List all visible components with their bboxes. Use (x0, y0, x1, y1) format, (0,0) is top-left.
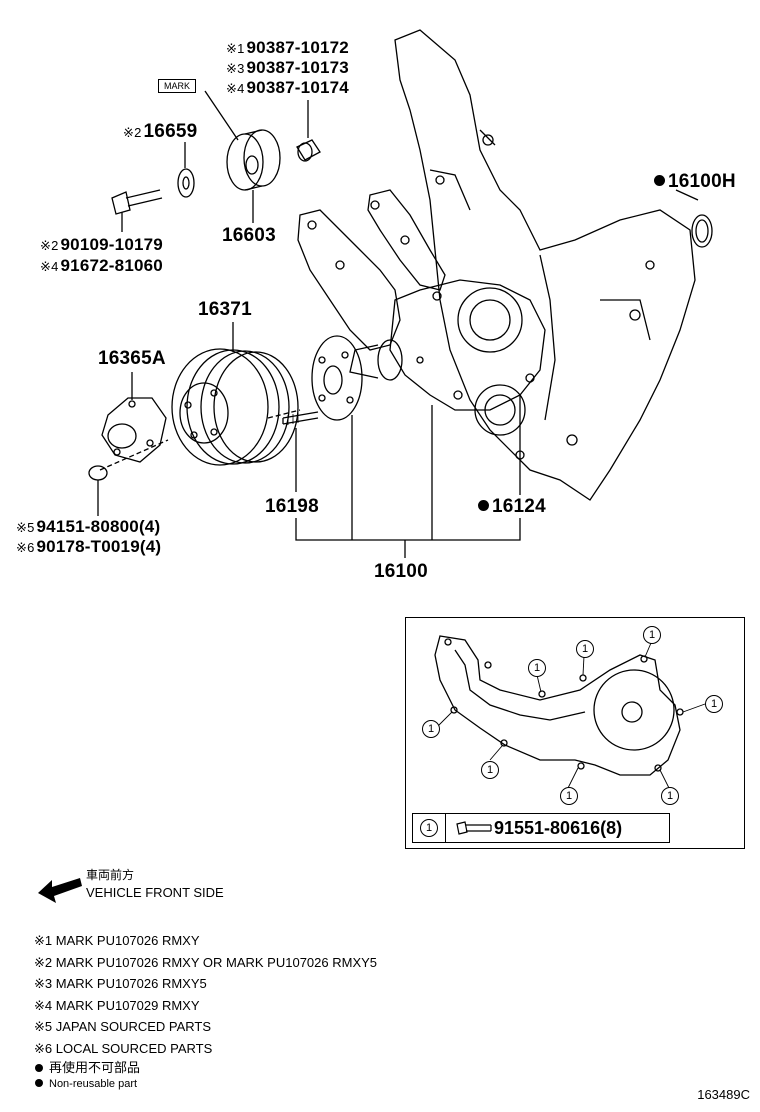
gasket-16100h (691, 214, 713, 248)
water-pump (389, 279, 546, 411)
illustration-code: 163489C (697, 1087, 750, 1102)
bolt-location-inset (405, 617, 745, 849)
legend-part-number: 91551-80616(8) (494, 817, 623, 838)
callout-16100h: 16100H (654, 171, 736, 193)
front-side-jp: 車両前方 (86, 868, 135, 882)
bolt-icon (456, 821, 492, 835)
front-arrow (38, 878, 82, 903)
footnote: ※5 JAPAN SOURCED PARTS (34, 1019, 212, 1034)
callout-16100: 16100 (374, 561, 428, 582)
inset-gasket (434, 635, 681, 776)
non-reusable-dot-icon (654, 175, 665, 186)
footnotes: ※1 MARK PU107026 RMXY ※2 MARK PU107026 R… (34, 930, 377, 1093)
callout-16124: 16124 (478, 496, 546, 518)
legend-key: 1 (420, 819, 438, 837)
footnote: ※4 MARK PU107029 RMXY (34, 997, 200, 1013)
inset-marker: 1 (422, 720, 440, 738)
inset-marker: 1 (576, 640, 594, 658)
bullet-icon (35, 1064, 43, 1072)
footnote: ※3 MARK PU107026 RMXY5 (34, 976, 207, 991)
inset-marker: 1 (481, 761, 499, 779)
washer-16659 (177, 168, 195, 198)
bullet-icon (35, 1079, 43, 1087)
mark-label-box: MARK (158, 79, 197, 93)
non-reusable-jp: 再使用不可部品 (34, 1059, 377, 1076)
bolt (111, 189, 163, 215)
front-side-en: VEHICLE FRONT SIDE (86, 885, 224, 900)
callout-16603: 16603 (222, 225, 276, 246)
pump-gasket (297, 209, 401, 351)
callout-16365a: 16365A (98, 348, 166, 369)
pulley-16371 (171, 348, 269, 466)
legend-key-cell: 1 (413, 814, 446, 842)
inset-marker: 1 (528, 659, 546, 677)
footnote: ※1 MARK PU107026 RMXY (34, 933, 200, 948)
non-reusable-dot-icon (478, 500, 489, 511)
timing-cover (394, 29, 696, 501)
inset-marker: 1 (705, 695, 723, 713)
non-reusable-en: Non-reusable part (34, 1076, 377, 1093)
inset-marker: 1 (560, 787, 578, 805)
vehicle-front-note: 車両前方 VEHICLE FRONT SIDE (38, 867, 224, 901)
callout-16371: 16371 (198, 299, 252, 320)
flange-16365a (101, 397, 167, 463)
callout-16198: 16198 (265, 496, 319, 517)
inset-marker: 1 (661, 787, 679, 805)
footnote: ※6 LOCAL SOURCED PARTS (34, 1040, 213, 1056)
inset-marker: 1 (643, 626, 661, 644)
inset-legend: 1 91551-80616(8) (412, 813, 670, 843)
spacer (296, 139, 321, 161)
footnote: ※2 MARK PU107026 RMXY OR MARK PU107026 R… (34, 954, 378, 970)
pump-hub (311, 335, 363, 421)
